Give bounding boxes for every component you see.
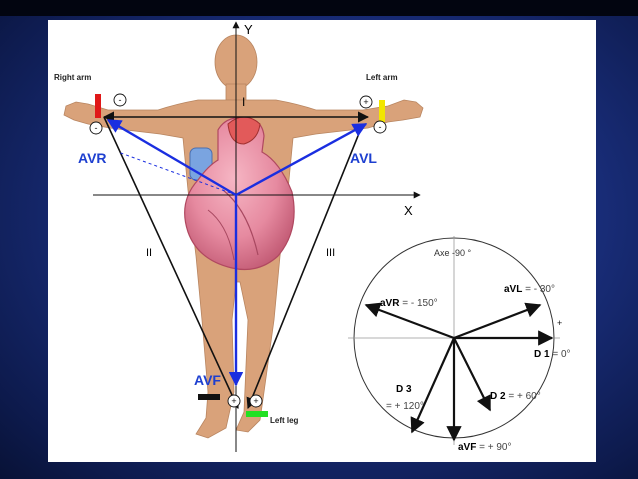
lead-i-label: I (242, 95, 245, 109)
lead-iii-line (246, 125, 363, 410)
hexaxial-d1-label: D 1 = 0° (534, 349, 571, 360)
avl-label: AVL (350, 150, 377, 166)
minus-sign: - (95, 123, 98, 133)
right-arm-label: Right arm (54, 73, 91, 82)
avr-name: aVR (380, 298, 400, 309)
einthoven-diagram: Y X I II III Right arm Left arm AVR AVL … (54, 21, 424, 452)
lead-iii-label: III (326, 247, 335, 259)
coronary-vessel (207, 209, 235, 261)
hexaxial-d2-arrow (453, 337, 491, 412)
left-arm-label: Left arm (366, 73, 398, 82)
polarity-signs: - - + - + + (95, 95, 382, 406)
avf-value: = + 90° (476, 442, 511, 453)
x-axis-label: X (404, 203, 413, 218)
lead-ii-line (103, 116, 239, 410)
avr-label: AVR (78, 150, 107, 166)
hexaxial-d3-arrow (410, 337, 456, 434)
hexaxial-d3-value: = + 120° (386, 401, 424, 412)
left-arm-electrode (379, 100, 385, 122)
coronary-vessel (222, 189, 259, 256)
avf-electrode (198, 394, 220, 400)
lead-ii-label: II (146, 247, 152, 259)
left-leg-electrode (246, 411, 268, 417)
hexaxial-plus-marker: + (557, 318, 562, 328)
avl-value: = - 30° (522, 284, 555, 295)
right-arm-electrode (95, 94, 101, 118)
hexaxial-avr-label: aVR = - 150° (380, 298, 438, 309)
minus-sign: - (379, 122, 382, 132)
hexaxial-avl-arrow (453, 302, 542, 340)
minus-sign: - (119, 95, 122, 105)
plus-sign: + (231, 396, 236, 406)
d1-name: D 1 (534, 349, 550, 360)
plus-sign: + (253, 396, 258, 406)
d2-value: = + 60° (506, 391, 541, 402)
avr-vector (106, 118, 237, 197)
hexaxial-d3-name: D 3 (396, 384, 412, 395)
avf-label: AVF (194, 372, 221, 388)
avl-vector (235, 122, 368, 197)
plus-sign: + (363, 97, 368, 107)
d1-value: = 0° (550, 349, 571, 360)
hexaxial-axe-label: Axe -90 ° (434, 248, 472, 258)
slide-top-band (0, 0, 638, 16)
avf-name: aVF (458, 442, 476, 453)
slide-canvas: Y X I II III Right arm Left arm AVR AVL … (48, 20, 596, 462)
avr-value: = - 150° (399, 298, 437, 309)
left-leg-label: Left leg (270, 416, 299, 425)
hexaxial-reference: Axe -90 ° + aVR = - 150° aVL = - 30° D 1… (348, 236, 571, 453)
hexaxial-d2-label: D 2 = + 60° (490, 391, 541, 402)
hexaxial-avl-label: aVL = - 30° (504, 284, 555, 295)
avl-name: aVL (504, 284, 522, 295)
d2-name: D 2 (490, 391, 506, 402)
dashed-vector (117, 151, 237, 196)
hexaxial-avf-label: aVF = + 90° (458, 442, 511, 453)
polarity-markers (89, 93, 387, 408)
y-axis-label: Y (244, 22, 253, 37)
hexaxial-avr-arrow (364, 302, 455, 340)
